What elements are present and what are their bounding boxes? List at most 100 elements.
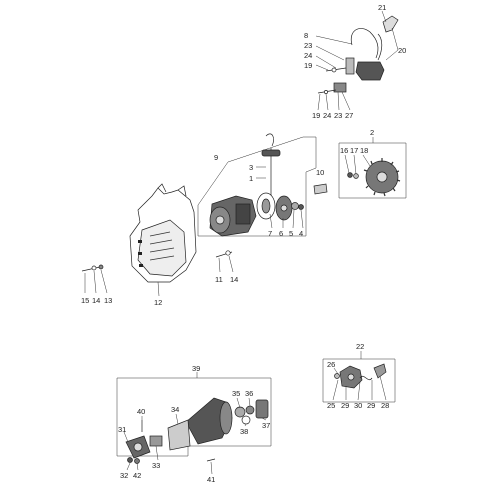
callout-16: 16 bbox=[340, 146, 348, 155]
callout-33: 33 bbox=[152, 461, 160, 470]
fastener-group-left bbox=[81, 250, 234, 294]
spacer-sleeve bbox=[313, 183, 328, 195]
starter-handle bbox=[261, 149, 281, 157]
callout-24-mid: 24 bbox=[323, 111, 331, 120]
callout-18: 18 bbox=[360, 146, 368, 155]
callout-23-top: 23 bbox=[304, 41, 312, 50]
housing-slots bbox=[138, 240, 143, 267]
drum-shaft-34 bbox=[167, 419, 191, 451]
callout-1: 1 bbox=[249, 174, 253, 183]
spacer-group bbox=[313, 183, 328, 195]
flywheel-group bbox=[338, 137, 407, 199]
spring-inner bbox=[261, 198, 271, 214]
callout-38: 38 bbox=[240, 427, 248, 436]
callout-37: 37 bbox=[262, 421, 270, 430]
clutch-group bbox=[322, 351, 396, 403]
callout-29-right: 29 bbox=[367, 401, 375, 410]
callout-2: 2 bbox=[370, 128, 374, 137]
bearing-35 bbox=[234, 406, 246, 418]
housing-washer-14b bbox=[91, 265, 97, 271]
group-22-frame bbox=[322, 358, 396, 403]
callout-8: 8 bbox=[304, 31, 308, 40]
callout-3: 3 bbox=[249, 163, 253, 172]
callout-40: 40 bbox=[137, 407, 145, 416]
clutch-shoe-28 bbox=[373, 363, 387, 379]
washer-5 bbox=[291, 202, 299, 210]
housing-washer-14 bbox=[225, 250, 231, 256]
callout-22: 22 bbox=[356, 342, 364, 351]
flange-37 bbox=[255, 399, 269, 419]
ignition-coil bbox=[355, 61, 385, 81]
callout-41: 41 bbox=[207, 475, 215, 484]
callout-29-left: 29 bbox=[341, 401, 349, 410]
callout-19-top: 19 bbox=[304, 61, 312, 70]
housing-ear-right bbox=[177, 185, 187, 197]
callout-30: 30 bbox=[354, 401, 362, 410]
coil-washer-24 bbox=[331, 67, 337, 73]
callout-31: 31 bbox=[118, 425, 126, 434]
callout-26: 26 bbox=[327, 360, 335, 369]
callout-12: 12 bbox=[154, 298, 162, 307]
callout-42: 42 bbox=[133, 471, 141, 480]
pulley-center bbox=[280, 204, 288, 212]
starter-rib bbox=[235, 203, 251, 225]
washer-17 bbox=[353, 173, 359, 179]
callout-15: 15 bbox=[81, 296, 89, 305]
flywheel-nut-16 bbox=[347, 172, 353, 178]
callout-14-mid: 14 bbox=[230, 275, 238, 284]
nut-42 bbox=[134, 458, 140, 464]
coil-bracket bbox=[345, 57, 355, 75]
drum-shaft-group bbox=[116, 372, 272, 475]
coil-wire bbox=[350, 28, 379, 59]
callout-34: 34 bbox=[171, 405, 179, 414]
bearing-36 bbox=[245, 405, 255, 415]
callout-21: 21 bbox=[378, 3, 386, 12]
callout-5: 5 bbox=[289, 229, 293, 238]
callout-17: 17 bbox=[350, 146, 358, 155]
callout-36: 36 bbox=[245, 389, 253, 398]
screw-4 bbox=[298, 204, 304, 210]
bushing-33 bbox=[149, 435, 163, 447]
drum-rim bbox=[219, 401, 233, 435]
spark-plug-cap bbox=[382, 15, 399, 33]
flywheel-hub bbox=[376, 171, 388, 183]
fan-housing-group bbox=[129, 183, 197, 297]
callout-14-left: 14 bbox=[92, 296, 100, 305]
callout-25: 25 bbox=[327, 401, 335, 410]
callout-9: 9 bbox=[214, 153, 218, 162]
starter-hub bbox=[215, 215, 225, 225]
callout-6: 6 bbox=[279, 229, 283, 238]
housing-vents bbox=[149, 231, 175, 261]
starter-assembly-group bbox=[197, 133, 317, 237]
callout-23-mid: 23 bbox=[334, 111, 342, 120]
screw-41 bbox=[206, 458, 216, 462]
housing-ear-left bbox=[157, 183, 167, 193]
callout-7: 7 bbox=[268, 229, 272, 238]
housing-inner bbox=[137, 219, 187, 277]
rope-end bbox=[265, 133, 274, 147]
switch-block-27 bbox=[333, 82, 347, 93]
callout-20: 20 bbox=[398, 46, 406, 55]
pinion-gear bbox=[133, 442, 143, 452]
circlip-38 bbox=[241, 415, 251, 425]
callout-32: 32 bbox=[120, 471, 128, 480]
callout-39: 39 bbox=[192, 364, 200, 373]
callout-35: 35 bbox=[232, 389, 240, 398]
housing-nut-13 bbox=[98, 264, 104, 270]
hv-lead bbox=[377, 33, 383, 61]
callout-19-mid: 19 bbox=[312, 111, 320, 120]
housing-screw-15 bbox=[81, 266, 101, 272]
callout-labels: 21 8 23 24 19 20 19 24 23 27 9 3 1 7 6 5… bbox=[81, 3, 406, 484]
callout-11: 11 bbox=[215, 275, 223, 284]
clutch-spring-30 bbox=[359, 375, 373, 381]
ignition-coil-group bbox=[315, 10, 399, 111]
nut-32 bbox=[127, 457, 133, 463]
clutch-center bbox=[347, 373, 355, 381]
washer-26 bbox=[334, 373, 340, 379]
group-9-frame bbox=[197, 136, 317, 237]
switch-washer-24 bbox=[324, 90, 328, 94]
flywheel-fins bbox=[363, 158, 401, 197]
callout-10: 10 bbox=[316, 168, 324, 177]
callout-27: 27 bbox=[345, 111, 353, 120]
